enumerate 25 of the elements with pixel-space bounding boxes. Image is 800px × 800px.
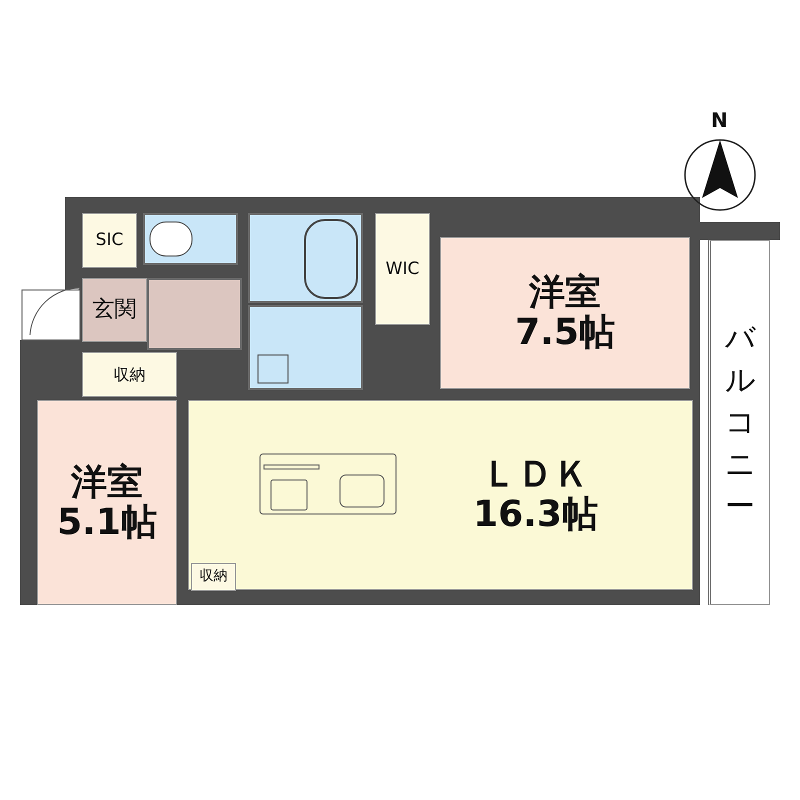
hallway-area [147,278,242,350]
closet-room [375,213,430,325]
room-name: ＬＤＫ [482,455,590,495]
room-name: 収納 [200,569,228,585]
balcony-area [708,240,770,605]
room-name: SIC [96,231,124,250]
closet-room [82,213,137,268]
room-area [188,400,693,590]
room-area [440,237,690,389]
entrance-area [82,278,147,342]
room-size: 5.1帖 [57,502,157,542]
washroom [248,305,363,390]
room-name: 玄関 [92,298,136,322]
room-name: WIC [386,260,420,278]
bathroom [248,213,363,303]
room-name: 洋室 [71,462,143,502]
storage-closet [191,563,236,591]
room-name: 洋室 [529,273,601,313]
storage-closet [82,352,177,397]
north-label: N [711,110,728,130]
room-name: 収納 [114,366,146,384]
room-name: バルコニー [725,320,755,526]
room-area [37,400,177,605]
room-size: 16.3帖 [473,495,598,535]
room-size: 7.5帖 [515,313,615,353]
